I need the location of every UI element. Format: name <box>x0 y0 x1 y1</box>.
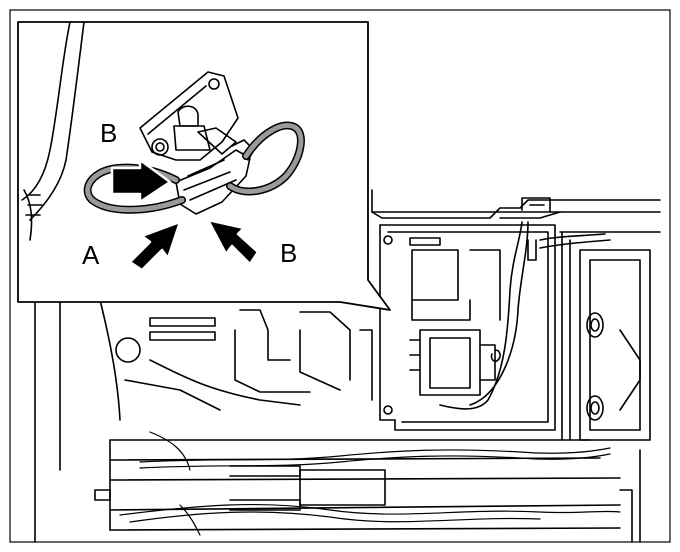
callout-label-b-bottom: B <box>280 238 297 268</box>
detail-callout: B A B <box>17 21 391 311</box>
vehicle-structure <box>34 189 661 543</box>
arrow-b-top <box>110 158 172 204</box>
callout-label-b-top: B <box>100 118 117 148</box>
callout-label-a: A <box>82 240 100 270</box>
arrow-a <box>128 220 182 272</box>
callout-frame <box>17 21 391 311</box>
arrow-b-bottom <box>206 218 260 266</box>
